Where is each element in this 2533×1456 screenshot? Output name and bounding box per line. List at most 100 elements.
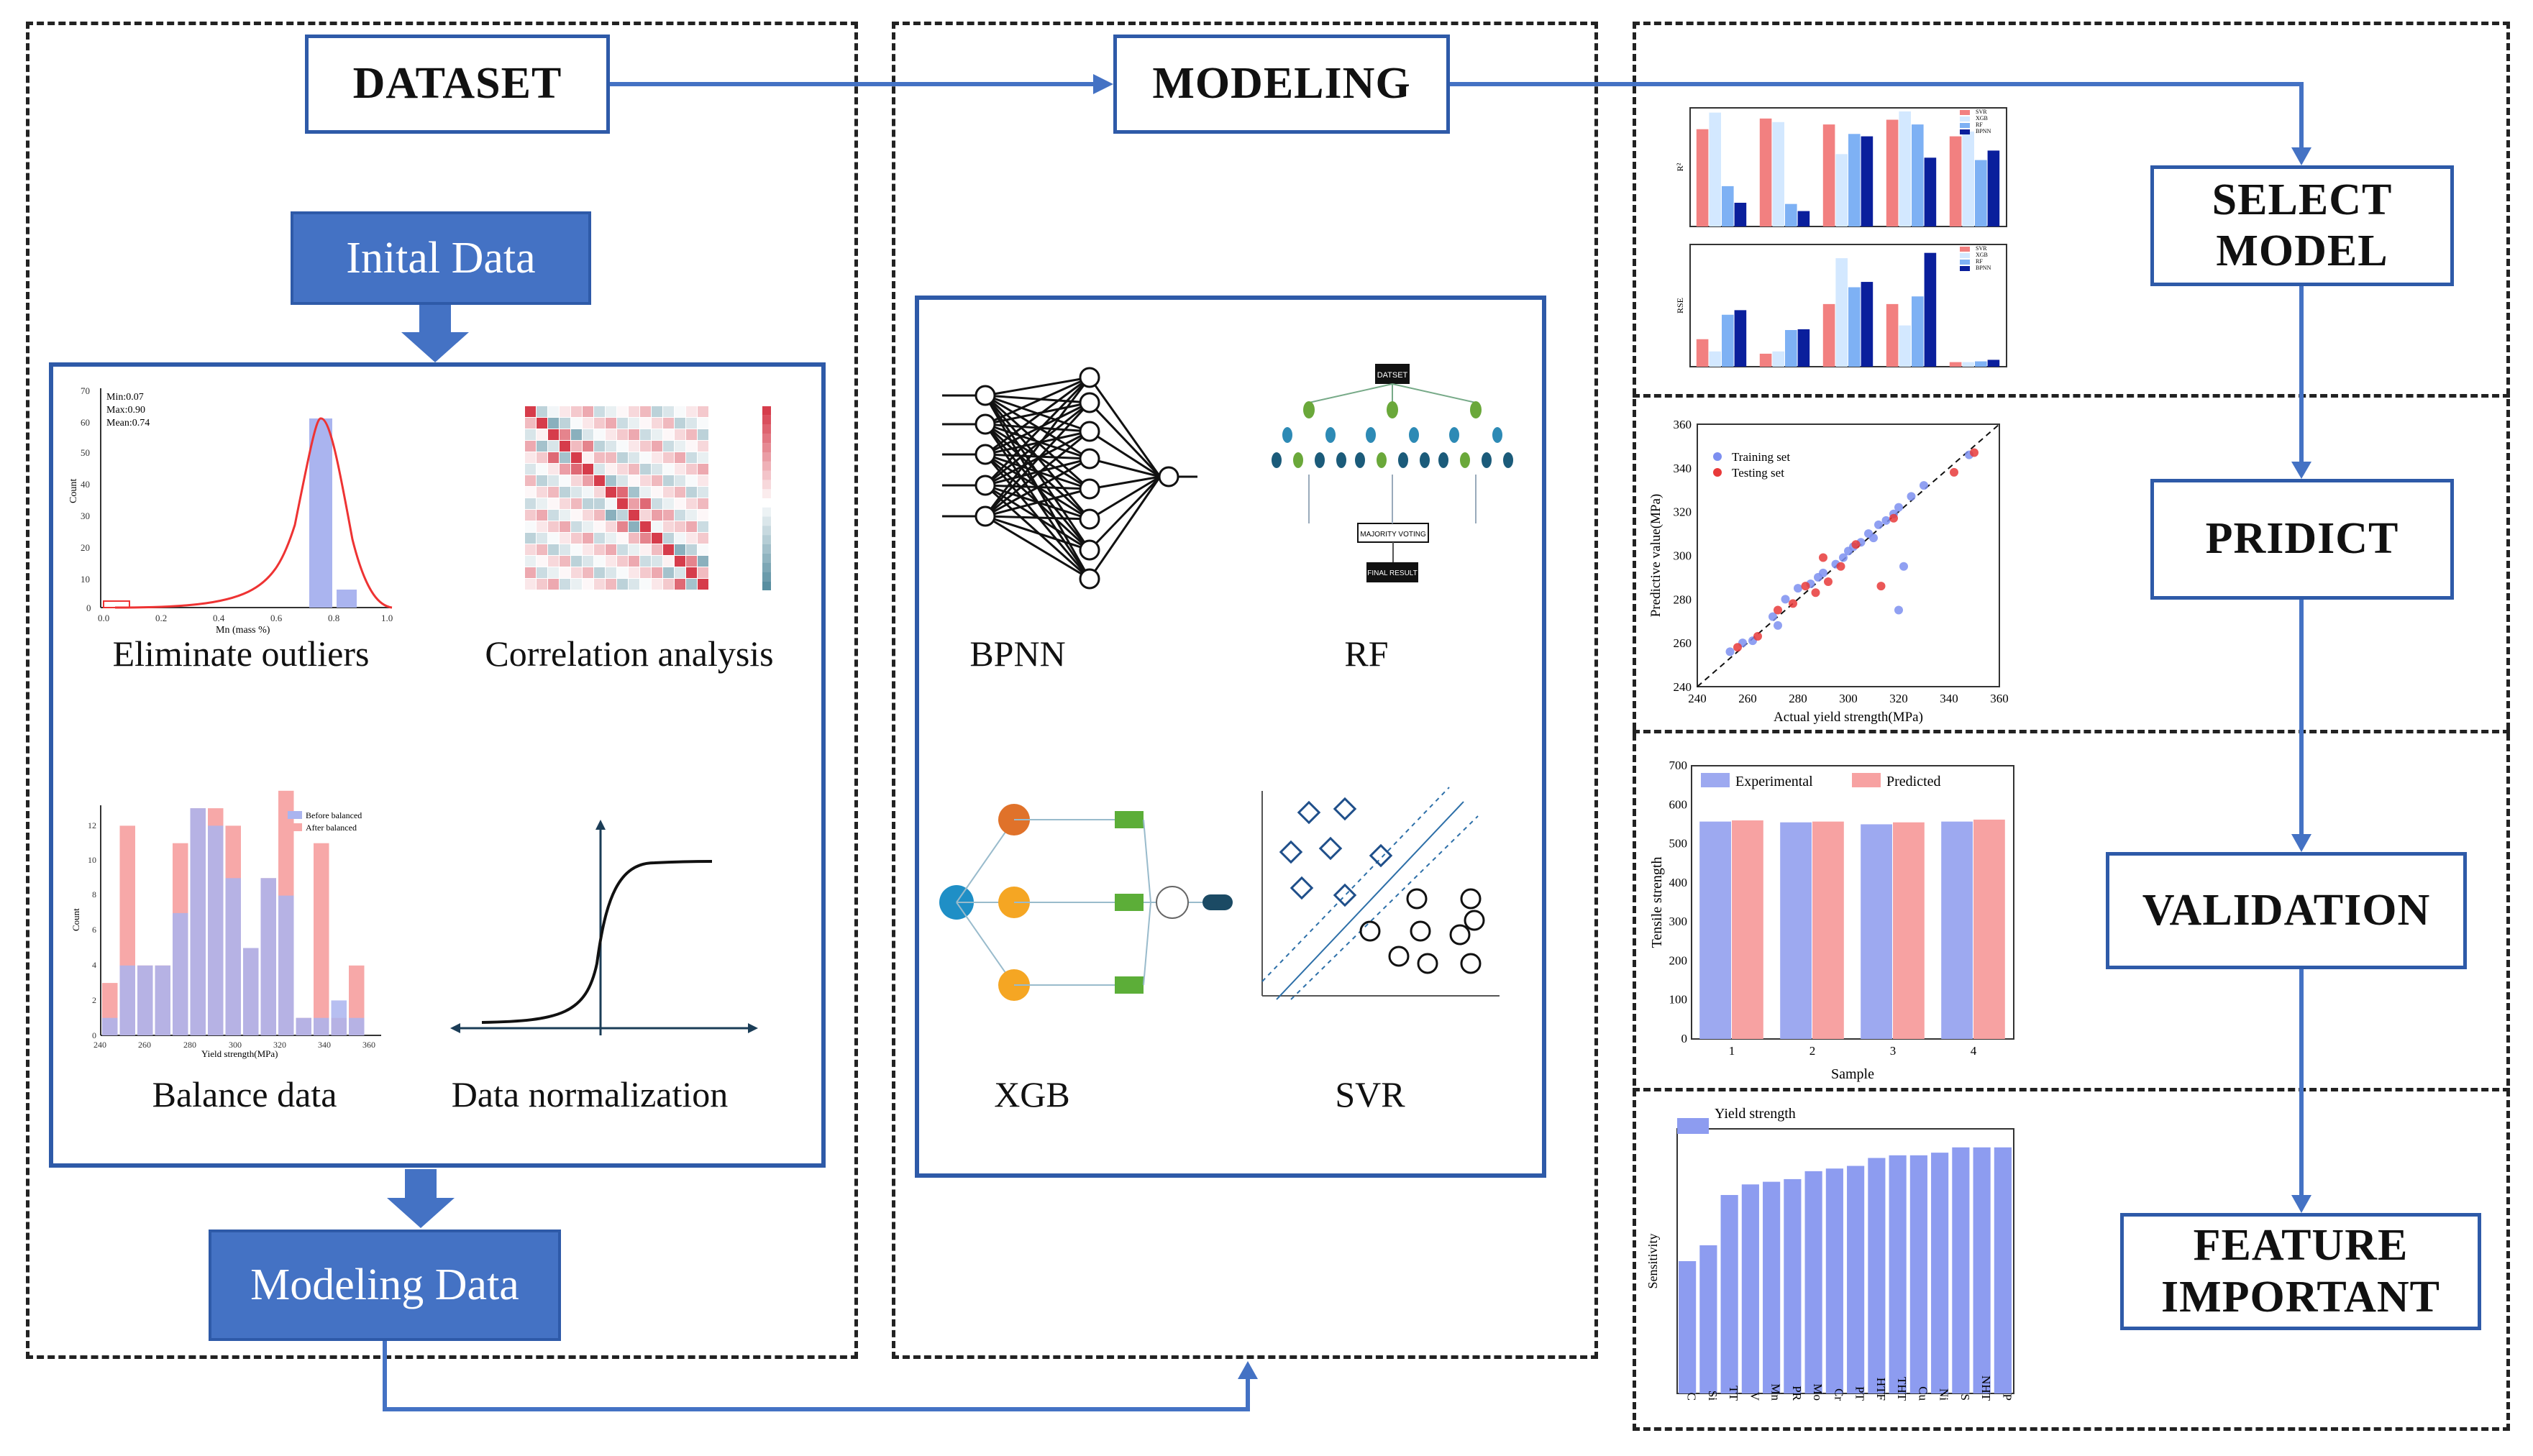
initial-data-box: Inital Data [291,211,591,305]
heatmap-cell [583,441,593,452]
scatter-point [1950,467,1958,477]
heatmap-cell [594,429,605,440]
heatmap-cell [617,487,628,498]
chart-category: 2 [1809,1044,1816,1058]
heatmap-cell [652,475,662,486]
heatmap-cell [606,418,616,429]
heatmap-cell [640,429,651,440]
chart-bar [1797,211,1810,226]
bpnn-input-node [975,475,996,496]
heatmap-cell [525,475,536,486]
xgb-model-box [1115,976,1144,994]
heatmap-cell [571,464,582,475]
heatmap-cell [698,556,708,567]
chart-legend-label: BPNN [1976,128,1991,134]
rf-leaf [1438,452,1448,468]
svr-caption: SVR [1335,1074,1405,1114]
heatmap-scale [762,544,771,554]
heatmap-cell [583,464,593,475]
chart-legend-swatch [1960,123,1970,128]
chart-legend-label: SVR [1976,109,1987,115]
validation-bar-chart: Tensile strengthSample010020030040050060… [1649,759,2014,1082]
heatmap-cell [652,464,662,475]
heatmap-cell [629,429,639,440]
chart-category: 3 [1890,1044,1897,1058]
bpnn-edge [985,401,1090,487]
heatmap-cell [629,556,639,567]
rf-root-node [1303,401,1315,418]
chart-bar [1848,134,1861,226]
heatmap-cell [629,452,639,463]
chart-category: C [1685,1393,1699,1401]
rf-node [1492,427,1502,443]
heatmap-cell [583,556,593,567]
chart-bar [1899,111,1911,226]
chart-legend-label: XGB [1976,115,1988,122]
svr-diamond [1297,800,1321,825]
heatmap-cell [640,567,651,578]
heatmap-cell [594,556,605,567]
heatmap-cell [663,429,674,440]
balance-after-bar [349,965,365,1035]
bpnn-edge [985,487,1090,518]
heatmap-cell [686,418,697,429]
balance-legend-before: Before balanced [306,810,362,820]
scatter-xlabel: Actual yield strength(MPa) [1774,710,1923,725]
heatmap-cell [698,418,708,429]
heatmap-cell [652,406,662,417]
chart-bar [1759,118,1772,226]
bpnn-caption: BPNN [969,633,1066,674]
chart-legend-swatch [1960,110,1970,115]
bpnn-edge [1089,430,1161,478]
heatmap-cell [537,521,547,532]
chart-bar [1722,186,1734,226]
svg-text:360: 360 [362,1040,375,1050]
scatter-xtick: 340 [1940,692,1958,705]
bpnn-edge [985,401,1090,426]
heatmap-cell [525,464,536,475]
chart-bar [1949,136,1962,226]
heatmap-cell [652,429,662,440]
heatmap-cell [617,498,628,509]
modeling-panel [892,22,1598,1359]
heatmap-cell [698,521,708,532]
svg-text:4: 4 [92,960,96,970]
svg-text:0: 0 [92,1030,96,1040]
heatmap-cell [594,418,605,429]
bpnn-edge [985,457,1090,518]
chart-category: Mn [1769,1383,1783,1401]
heatmap-cell [675,498,685,509]
heatmap-cell [663,441,674,452]
scatter-point [1874,520,1883,529]
heatmap-cell [640,475,651,486]
svg-text:260: 260 [138,1040,151,1050]
predict-box: PRIDICT [2150,479,2454,600]
heatmap-cell [675,464,685,475]
heatmap-cell [698,510,708,521]
scatter-ytick: 360 [1674,418,1692,431]
svr-diamond [1333,797,1357,821]
heatmap-cell [594,441,605,452]
heatmap-cell [686,498,697,509]
heatmap-cell [686,487,697,498]
chart-bar [1861,136,1873,226]
heatmap-cell [698,544,708,555]
heatmap-cell [698,567,708,578]
scatter-legend-label: Testing set [1732,466,1784,480]
rf-leaf [1460,452,1470,468]
bpnn-hidden-node [1079,448,1100,470]
heatmap-scale [762,489,771,498]
heatmap-cell [583,567,593,578]
chart-bar [1785,330,1797,367]
heatmap-cell [617,556,628,567]
heatmap-cell [537,533,547,544]
heatmap-cell [560,567,570,578]
heatmap-cell [594,521,605,532]
chart-bar [1720,1195,1738,1393]
heatmap-cell [537,406,547,417]
heatmap-cell [686,556,697,567]
scatter-point [1851,540,1861,549]
